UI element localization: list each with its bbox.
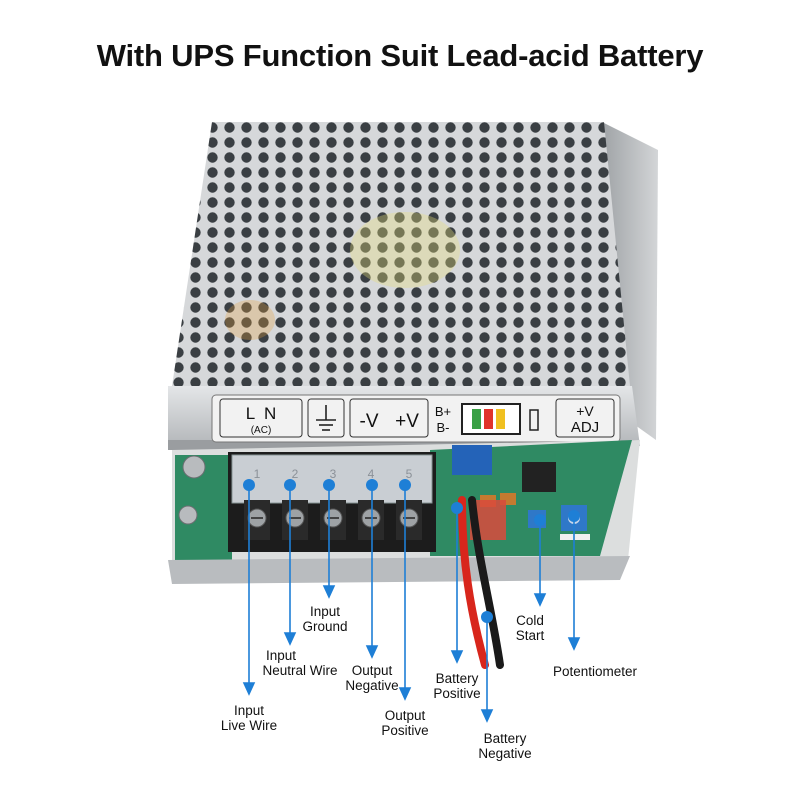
callout-dot-battery-negative xyxy=(481,611,493,623)
callout-output-positive: Output Positive xyxy=(381,708,429,738)
ground-symbol-icon xyxy=(316,405,336,431)
panel-b-minus-label: B- xyxy=(437,420,450,435)
terminal-number: 4 xyxy=(368,467,375,481)
terminal-number: 1 xyxy=(254,467,261,481)
panel-adj-top-label: +V xyxy=(576,403,594,419)
perforated-cover xyxy=(172,122,630,386)
callout-dot-battery-positive xyxy=(451,502,463,514)
callout-dot-neutral xyxy=(284,479,296,491)
panel-adj-bottom-label: ADJ xyxy=(571,419,599,436)
page-title: With UPS Function Suit Lead-acid Battery xyxy=(96,38,704,73)
callout-dot-output-positive xyxy=(399,479,411,491)
battery-led-indicator xyxy=(461,403,539,435)
callout-cold-start: Cold Start xyxy=(515,613,545,643)
panel-ln-label: L N xyxy=(246,404,277,423)
callout-dot-potentiometer xyxy=(568,510,580,522)
callout-input-neutral-wire: Input Neutral Wire xyxy=(262,648,338,678)
terminal-label-panel xyxy=(211,394,621,443)
terminal-number: 3 xyxy=(330,467,337,481)
callout-potentiometer: Potentiometer xyxy=(552,664,638,679)
battery-wires xyxy=(458,496,504,669)
terminal-number: 5 xyxy=(406,467,413,481)
panel-b-plus-label: B+ xyxy=(435,404,451,419)
callout-dots xyxy=(243,479,580,623)
callout-dot-output-negative xyxy=(366,479,378,491)
terminal-block xyxy=(228,452,436,552)
callout-dot-cold-start xyxy=(534,514,546,526)
panel-plus-v-label: +V xyxy=(395,411,419,432)
terminal-number: 2 xyxy=(292,467,299,481)
panel-ac-label: (AC) xyxy=(251,425,272,436)
callout-output-negative: Output Negative xyxy=(345,663,399,693)
mounting-screw xyxy=(178,455,206,525)
callout-battery-positive: Battery Positive xyxy=(433,671,481,701)
case-side-wall xyxy=(602,122,658,440)
callout-lines xyxy=(242,487,581,723)
panel-minus-v-label: -V xyxy=(360,411,379,432)
callout-dot-ground xyxy=(323,479,335,491)
callout-input-live-wire: Input Live Wire xyxy=(220,703,278,733)
callout-dot-live xyxy=(243,479,255,491)
callout-battery-negative: Battery Negative xyxy=(478,731,532,761)
callout-input-ground: Input Ground xyxy=(302,604,348,634)
case-bottom xyxy=(168,556,630,584)
